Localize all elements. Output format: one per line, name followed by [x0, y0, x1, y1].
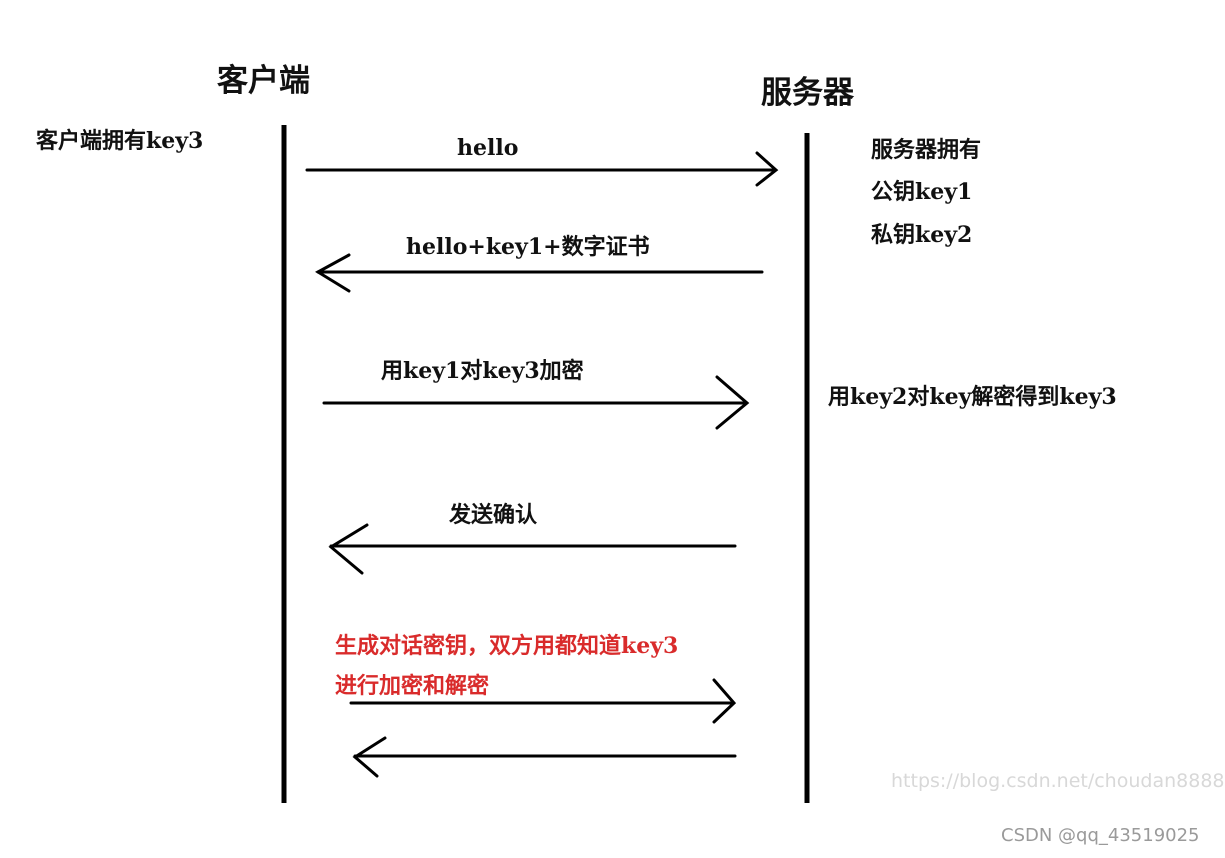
session-note-line-1: 生成对话密钥，双方用都知道key3: [335, 633, 679, 659]
message-label-4: 发送确认: [449, 502, 538, 528]
private-key-note: 私钥key2: [871, 222, 973, 248]
server-has-note: 服务器拥有: [871, 137, 982, 163]
message-label-2: hello+key1+数字证书: [406, 234, 650, 260]
message-arrow-4: [328, 523, 737, 575]
message-label-3: 用key1对key3加密: [381, 358, 584, 384]
client-actor-label: 客户端: [217, 63, 310, 99]
message-arrow-1: [305, 151, 779, 187]
blog-watermark: https://blog.csdn.net/choudan8888: [891, 770, 1225, 792]
server-actor-label: 服务器: [761, 75, 854, 111]
public-key-note: 公钥key1: [871, 179, 973, 205]
client-key-note: 客户端拥有key3: [36, 128, 204, 154]
message-arrow-3: [322, 375, 750, 430]
session-note-line-2: 进行加密和解密: [335, 673, 490, 699]
message-arrow-6: [352, 736, 737, 778]
csdn-watermark: CSDN @qq_43519025: [1001, 825, 1200, 846]
message-label-1: hello: [457, 135, 519, 161]
message-arrow-2: [315, 253, 764, 293]
server-decrypt-note: 用key2对key解密得到key3: [828, 384, 1117, 410]
message-arrow-5: [349, 678, 737, 724]
